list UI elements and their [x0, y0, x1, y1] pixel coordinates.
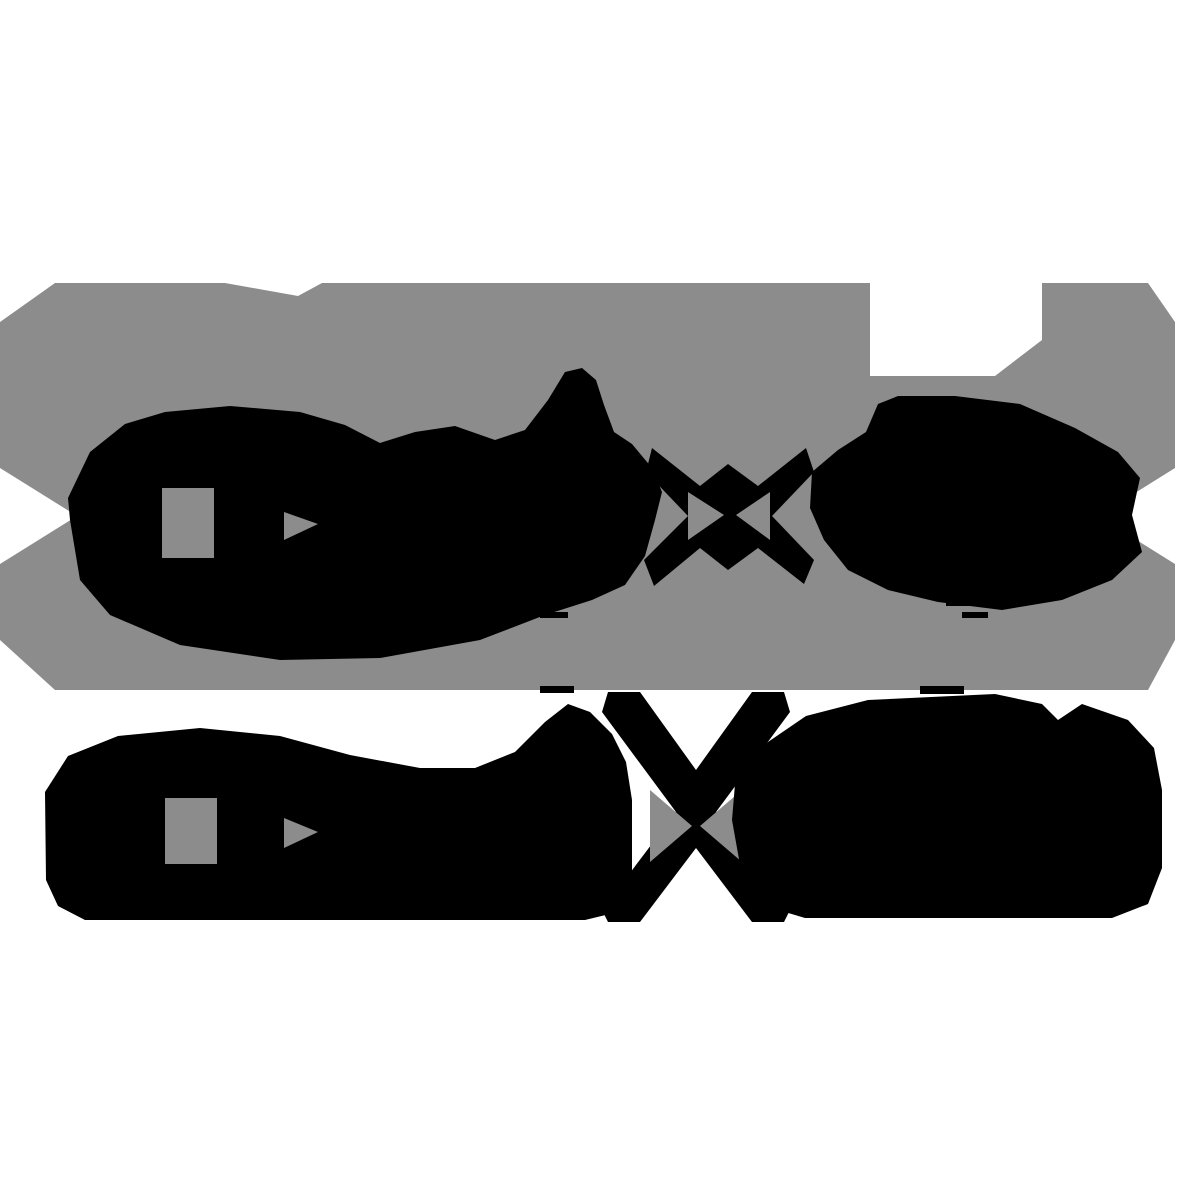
center-slot-bowtie-top — [688, 492, 770, 540]
print-blob-top-right — [810, 396, 1142, 610]
fine-print-mark — [540, 686, 574, 693]
fine-print-mark — [540, 612, 568, 618]
fine-print-mark — [962, 612, 988, 618]
center-slot-bowtie-bottom — [650, 790, 742, 862]
fine-print-mark — [920, 686, 964, 694]
print-hole-rect-bottom — [165, 798, 217, 864]
print-hole-arrow-bottom — [284, 818, 318, 848]
blade-top-left-notch — [225, 283, 322, 296]
print-blob-bottom-right — [732, 694, 1162, 918]
fine-print-mark — [522, 598, 564, 606]
blade-print-top — [68, 368, 1142, 660]
fine-print-marks-bottom — [540, 686, 982, 706]
blade-print-bottom — [45, 686, 1162, 922]
print-hole-rect-top — [162, 488, 214, 558]
fine-print-mark — [946, 598, 986, 606]
print-hole-arrow-top — [284, 512, 318, 540]
blade-top-right-notch — [870, 283, 1042, 376]
fine-print-mark — [952, 700, 982, 706]
center-slot-x-top — [644, 448, 814, 586]
print-blob-bottom-left — [45, 704, 632, 920]
print-blob-top-left — [68, 368, 662, 660]
fine-print-marks-top — [522, 598, 988, 618]
